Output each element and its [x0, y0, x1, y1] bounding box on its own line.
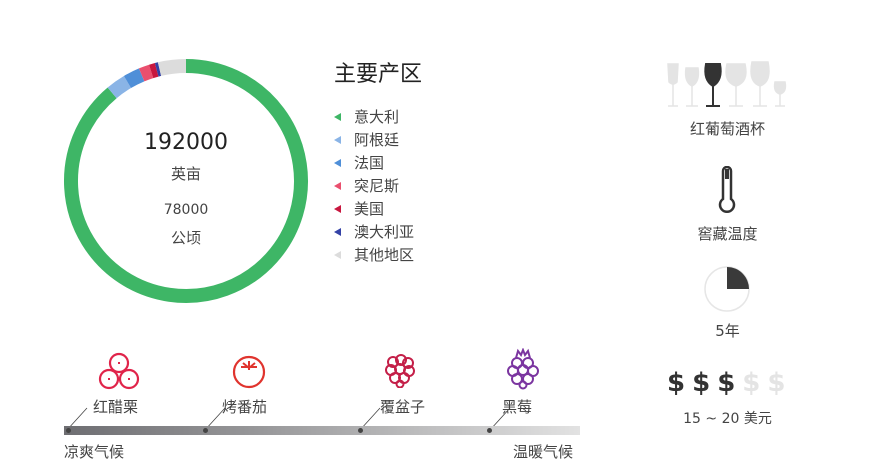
- dollar-icon: $: [667, 368, 686, 398]
- legend-item: 阿根廷: [334, 129, 399, 150]
- legend-label: 意大利: [354, 108, 400, 126]
- flavor-label-blackberry: 黑莓: [502, 398, 533, 416]
- legend-marker-icon: [334, 112, 341, 121]
- legend-item: 法国: [334, 152, 384, 173]
- roasted-tomato-icon: [232, 355, 266, 389]
- donut-segment-3: [138, 64, 154, 82]
- legend-item: 澳大利亚: [334, 221, 414, 242]
- legend-marker-icon: [334, 250, 341, 259]
- glass-label: 红葡萄酒杯: [689, 120, 765, 138]
- donut-segment-1: [107, 75, 132, 99]
- hectares-unit: 公顷: [170, 229, 201, 247]
- legend-marker-icon: [334, 135, 341, 144]
- donut-segment-4: [149, 63, 159, 79]
- flavor-label-raspberry: 覆盆子: [380, 398, 426, 416]
- hectares-value: 78000: [163, 202, 209, 218]
- legend-marker-icon: [334, 227, 341, 236]
- acres-unit: 英亩: [170, 165, 201, 183]
- dollar-icon: $: [742, 368, 761, 398]
- price-label: 15 ~ 20 美元: [683, 411, 772, 427]
- climate-gradient-bar: [64, 426, 580, 435]
- aging-pie-icon: [704, 266, 750, 312]
- donut-segment-2: [123, 68, 145, 89]
- legend-item: 美国: [334, 198, 384, 219]
- legend-marker-icon: [334, 204, 341, 213]
- marker-dot: [358, 428, 363, 433]
- acres-value: 192000: [144, 130, 228, 155]
- temp-label: 窖藏温度: [697, 225, 758, 243]
- legend-item: 意大利: [334, 106, 399, 127]
- aging-label: 5年: [715, 322, 740, 340]
- red-currant-icon: [98, 352, 140, 390]
- donut-segment-6: [157, 59, 187, 76]
- legend-label: 突尼斯: [354, 177, 400, 195]
- marker-dot: [487, 428, 492, 433]
- legend-label: 法国: [354, 154, 385, 172]
- dollar-icon: $: [717, 368, 736, 398]
- legend-label: 澳大利亚: [354, 223, 415, 241]
- donut-segment-5: [154, 62, 162, 77]
- legend-title: 主要产区: [334, 62, 423, 87]
- thermometer-icon: [718, 166, 736, 213]
- blackberry-icon: [507, 348, 539, 390]
- marker-dot: [203, 428, 208, 433]
- raspberry-icon: [385, 354, 415, 388]
- marker-dot: [66, 428, 71, 433]
- cool-climate-label: 凉爽气候: [64, 443, 125, 461]
- flavor-label-red-currant: 红醋栗: [93, 398, 139, 416]
- legend-label: 阿根廷: [354, 131, 400, 149]
- legend-label: 其他地区: [354, 246, 415, 264]
- legend-marker-icon: [334, 158, 341, 167]
- legend-item: 突尼斯: [334, 175, 399, 196]
- donut-segment-0: [64, 59, 308, 303]
- flavor-label-roasted-tomato: 烤番茄: [222, 398, 268, 416]
- dollar-icon: $: [692, 368, 711, 398]
- warm-climate-label: 温暖气候: [513, 443, 574, 461]
- legend-label: 美国: [354, 200, 385, 218]
- price-rating: $$$$$: [667, 368, 792, 398]
- region-donut-chart: [64, 59, 308, 303]
- wine-glasses-icon: [667, 61, 787, 107]
- dollar-icon: $: [767, 368, 786, 398]
- legend-marker-icon: [334, 181, 341, 190]
- legend-item: 其他地区: [334, 244, 414, 265]
